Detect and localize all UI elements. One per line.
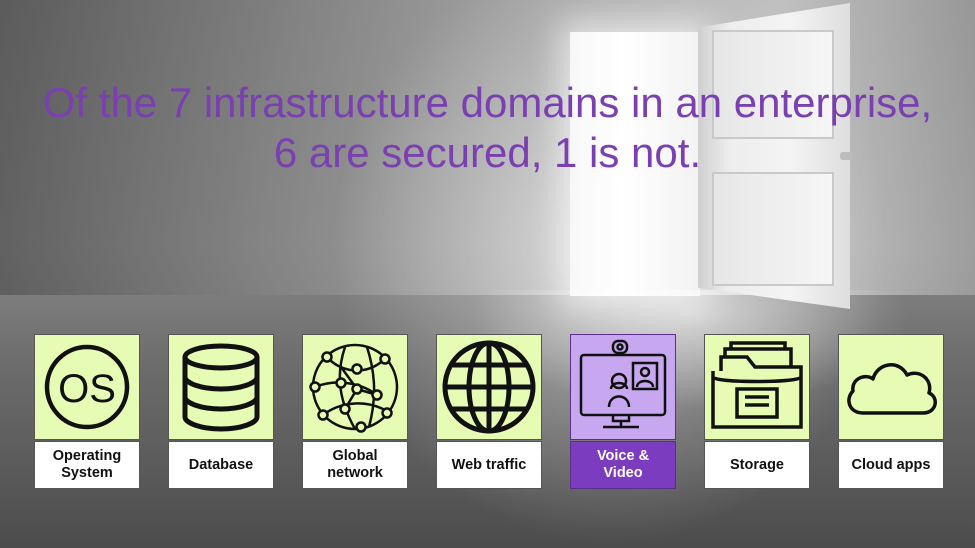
domain-tile-storage: Storage: [704, 334, 810, 489]
globe-icon: [442, 340, 536, 434]
folder-storage-icon: [711, 341, 803, 429]
video-call-icon: [579, 339, 667, 429]
tile-icon-area: [302, 334, 408, 440]
tile-icon-area: [704, 334, 810, 440]
tile-label: Voice & Video: [570, 441, 676, 489]
database-icon: [182, 343, 260, 432]
os-icon: OS: [44, 344, 130, 430]
tile-label: Web traffic: [436, 441, 542, 489]
tile-icon-area: OS: [34, 334, 140, 440]
domain-tile-web-traffic: Web traffic: [436, 334, 542, 489]
svg-text:OS: OS: [58, 367, 116, 411]
tile-label: Global network: [302, 441, 408, 489]
door-knob: [840, 152, 852, 160]
door-panel-bottom: [712, 172, 834, 286]
domain-tile-global-network: Global network: [302, 334, 408, 489]
open-doorway: [570, 32, 700, 296]
tile-icon-area: [436, 334, 542, 440]
floor-light: [470, 290, 910, 410]
domain-tile-operating-system: OS Operating System: [34, 334, 140, 489]
domain-tile-voice-video: Voice & Video: [570, 334, 676, 489]
tile-label: Cloud apps: [838, 441, 944, 489]
tile-icon-area: [570, 334, 676, 440]
tile-label: Operating System: [34, 441, 140, 489]
tile-label: Database: [168, 441, 274, 489]
tile-label: Storage: [704, 441, 810, 489]
door-panel-top: [712, 30, 834, 139]
tile-icon-area: [838, 334, 944, 440]
global-network-icon: [309, 343, 399, 433]
cloud-icon: [847, 363, 937, 415]
domain-tile-cloud-apps: Cloud apps: [838, 334, 944, 489]
tile-icon-area: [168, 334, 274, 440]
headline: Of the 7 infrastructure domains in an en…: [42, 79, 933, 176]
domain-tile-database: Database: [168, 334, 274, 489]
